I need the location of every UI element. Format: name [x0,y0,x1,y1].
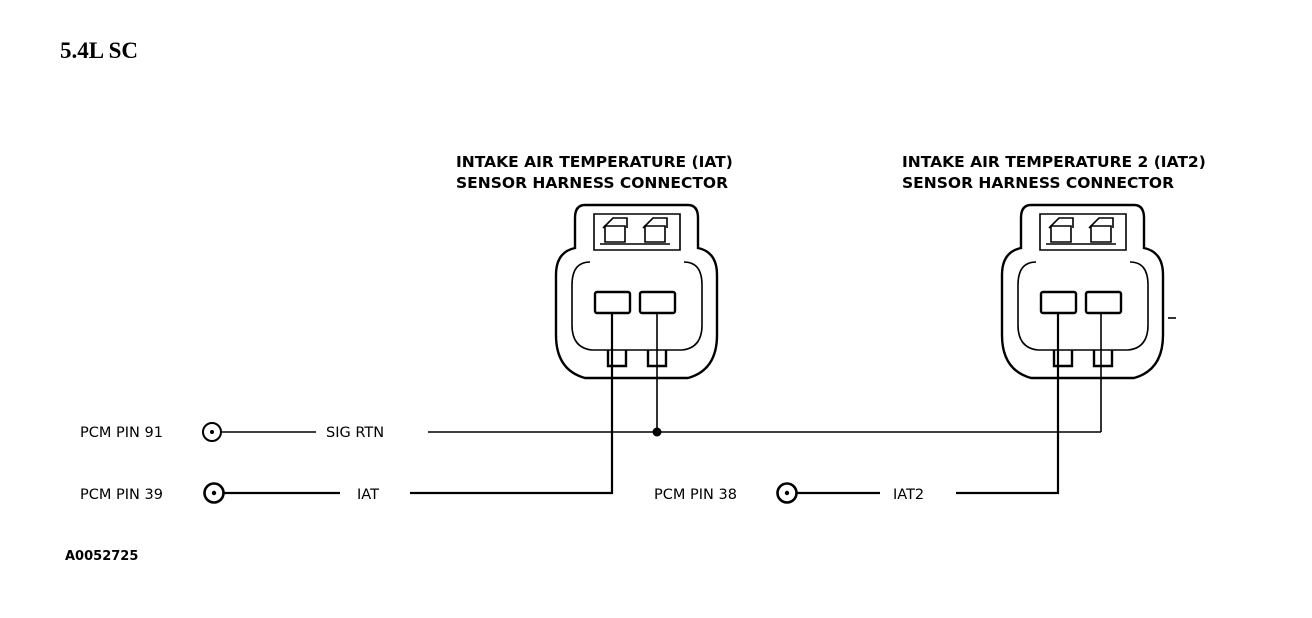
iat-connector-title-line2: SENSOR HARNESS CONNECTOR [456,174,728,192]
iat2-connector-title-line1: INTAKE AIR TEMPERATURE 2 (IAT2) [902,153,1206,171]
iat2-connector-title-line2: SENSOR HARNESS CONNECTOR [902,174,1174,192]
pcm-pin-38-terminal [776,482,798,504]
pcm-pin-91-terminal [202,422,222,442]
pcm-pin-39-terminal [203,482,225,504]
iat-wire-label: IAT [357,487,379,503]
pcm-pin-91-label: PCM PIN 91 [80,425,163,441]
figure-id: A0052725 [65,549,138,564]
iat-wire-main [410,313,614,495]
iat2-wire-label: IAT2 [893,487,924,503]
page-title: 5.4L SC [60,38,138,63]
pcm-pin-38-label: PCM PIN 38 [654,487,737,503]
sig-rtn-splice [652,427,662,437]
iat-connector-title-line1: INTAKE AIR TEMPERATURE (IAT) [456,153,733,171]
pcm-pin-39-label: PCM PIN 39 [80,487,163,503]
sig-rtn-wire-label: SIG RTN [326,425,384,441]
iat2-wire-main [956,313,1060,495]
iat-connector [554,203,719,380]
iat2-connector [1000,203,1176,380]
